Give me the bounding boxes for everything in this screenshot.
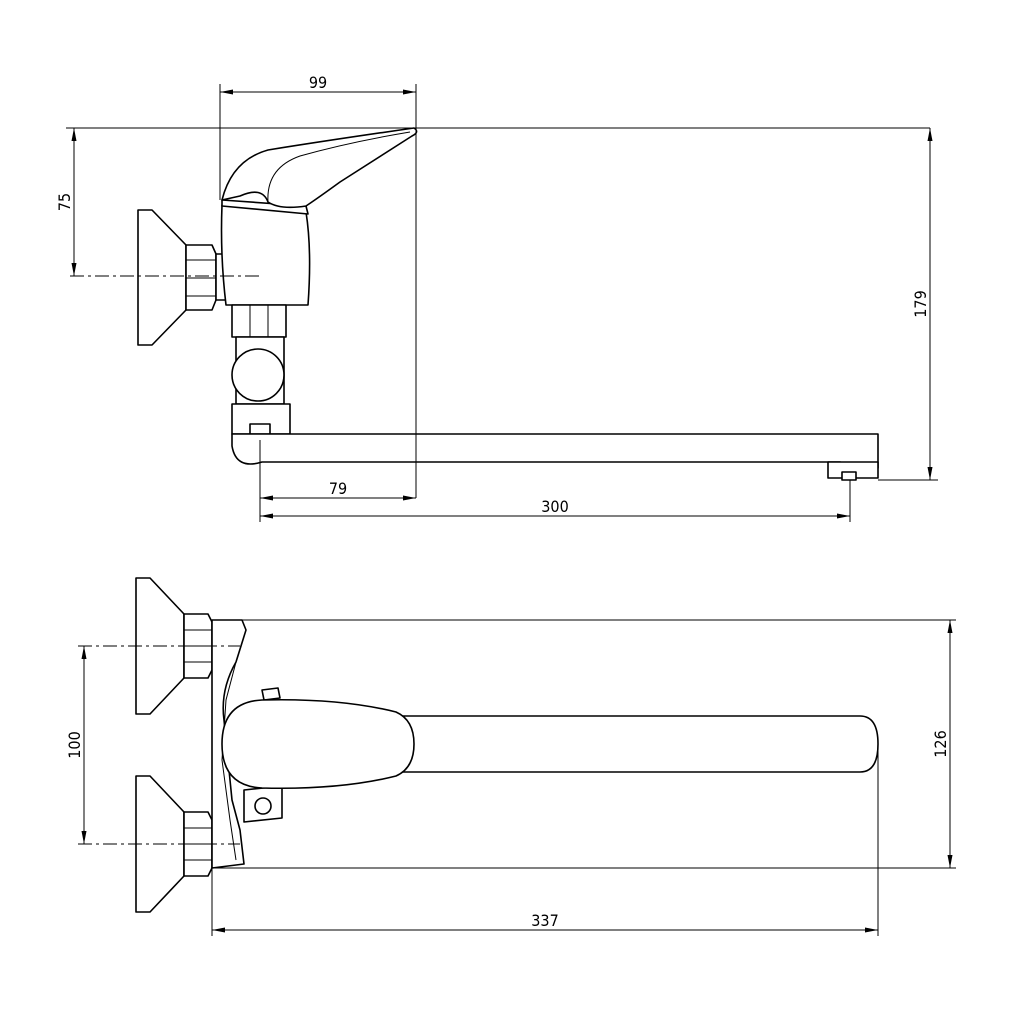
dim-handle-width: 99 bbox=[309, 73, 327, 92]
dim-outlet-height: 75 bbox=[55, 193, 74, 211]
side-aerator bbox=[827, 461, 879, 479]
side-spout bbox=[231, 433, 879, 474]
side-view bbox=[70, 127, 879, 481]
side-wall-flange bbox=[137, 209, 187, 346]
top-handle-lever bbox=[221, 698, 415, 790]
dim-total-length: 337 bbox=[531, 911, 558, 930]
top-spout bbox=[399, 715, 879, 773]
dim-total-height: 179 bbox=[911, 290, 930, 317]
top-view bbox=[78, 577, 879, 913]
side-view-dimensions: 99 75 179 79 300 bbox=[55, 73, 938, 522]
top-view-dimensions: 100 126 337 bbox=[65, 619, 956, 936]
side-connector-block bbox=[231, 304, 287, 338]
side-mixer-body bbox=[220, 204, 311, 306]
side-handle-lever bbox=[221, 127, 418, 209]
top-temperature-mark bbox=[261, 687, 281, 701]
dim-total-width: 126 bbox=[931, 730, 950, 757]
dim-connection-spacing: 100 bbox=[65, 731, 84, 758]
dim-spout-length: 300 bbox=[541, 497, 568, 516]
dim-spout-offset: 79 bbox=[329, 479, 347, 498]
side-diverter-knob bbox=[231, 348, 285, 402]
